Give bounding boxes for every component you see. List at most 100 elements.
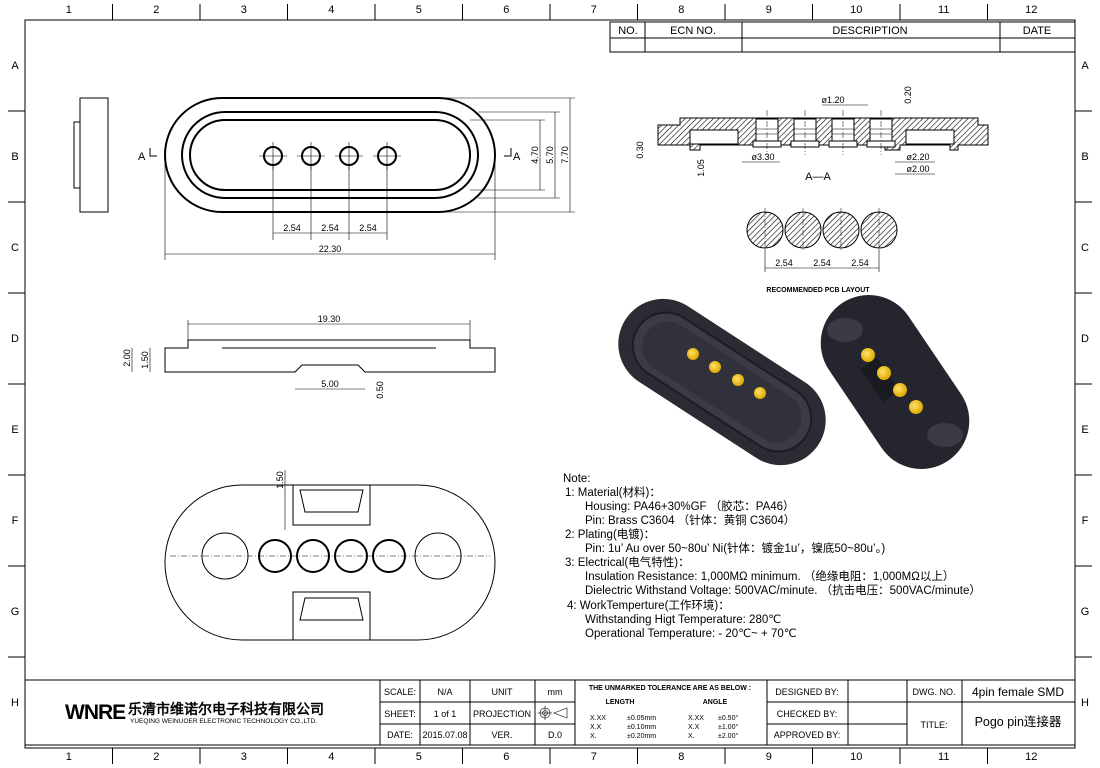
- sheet-label: SHEET:: [384, 709, 416, 719]
- column-label: 5: [416, 4, 422, 16]
- pin-contact: [754, 387, 766, 399]
- column-label: 2: [153, 4, 159, 16]
- notes: Note: 1: Material(材料)： Housing: PA46+30%…: [563, 473, 981, 640]
- dim-pitch-3: 2.54: [359, 223, 377, 233]
- note-line: 1: Material(材料)：: [565, 485, 661, 499]
- column-label: 4: [328, 4, 334, 16]
- tol-cell: X.: [590, 733, 597, 740]
- row-label: G: [1081, 606, 1090, 618]
- note-line: 2: Plating(电镀)：: [565, 527, 655, 541]
- column-label: 3: [241, 751, 247, 763]
- note-line: Dielectric Withstand Voltage: 500VAC/min…: [585, 583, 981, 597]
- approved-by-label: APPROVED BY:: [774, 730, 841, 740]
- revision-table: NO. ECN NO. DESCRIPTION DATE: [609, 21, 1076, 53]
- row-label: E: [1081, 424, 1088, 436]
- tol-cell: ±1.00°: [718, 723, 738, 731]
- column-label: 8: [678, 751, 684, 763]
- projection-label: PROJECTION: [473, 709, 531, 719]
- pin-contact: [709, 361, 721, 373]
- tolerance-table: THE UNMARKED TOLERANCE ARE AS BELOW : LE…: [589, 685, 751, 740]
- note-line: Withstanding Higt Temperature: 280℃: [585, 614, 781, 626]
- column-label: 8: [678, 4, 684, 16]
- dim-0-50: 0.50: [375, 381, 385, 399]
- row-label: C: [1081, 242, 1089, 254]
- tol-cell: X.XX: [688, 715, 704, 722]
- tolerance-angle-label: ANGLE: [703, 699, 728, 706]
- notes-heading: Note:: [563, 473, 591, 485]
- row-label: H: [11, 697, 19, 709]
- row-label: A: [11, 60, 19, 72]
- end-view: [73, 97, 109, 213]
- projection-symbol-icon: [538, 706, 568, 720]
- ver-label: VER.: [491, 730, 512, 740]
- pin-contact: [687, 348, 699, 360]
- dim-length: 22.30: [319, 244, 342, 254]
- row-label: B: [11, 151, 18, 163]
- sheet-value: 1 of 1: [434, 709, 457, 719]
- rev-header-ecn: ECN NO.: [670, 25, 716, 37]
- dim-19-30: 19.30: [318, 314, 341, 324]
- column-label: 7: [591, 4, 597, 16]
- section-title: A—A: [805, 171, 831, 183]
- column-label: 1: [66, 751, 72, 763]
- company-logo: WNRE: [65, 701, 126, 724]
- note-line: 4: WorkTemperture(工作环境)：: [567, 598, 730, 612]
- tol-cell: X.: [688, 733, 695, 740]
- title-value: Pogo pin连接器: [975, 714, 1062, 729]
- dwg-no-label: DWG. NO.: [913, 687, 956, 697]
- dim-1-50: 1.50: [140, 351, 150, 369]
- dim-h-4-70: 4.70: [530, 146, 540, 164]
- title-block: WNRE 乐清市维诺尔电子科技有限公司 YUEQING WEINUOER ELE…: [24, 679, 1076, 746]
- tol-cell: ±0.50°: [718, 714, 738, 722]
- note-line: Insulation Resistance: 1,000MΩ minimum. …: [585, 569, 954, 583]
- bottom-view: 1.50: [164, 470, 496, 641]
- designed-by-label: DESIGNED BY:: [775, 687, 839, 697]
- note-line: Housing: PA46+30%GF （胶芯：PA46）: [585, 499, 795, 513]
- pcb-pitch-3: 2.54: [851, 258, 869, 268]
- dim-pitch-1: 2.54: [283, 223, 301, 233]
- dim-0-30: 0.30: [635, 141, 645, 159]
- row-label: F: [1082, 515, 1089, 527]
- dim-dia-2-20: ø2.20: [906, 152, 929, 162]
- top-view: A A 2.54 2.54 2.54 22.30 4.70 5.70 7.70: [138, 97, 575, 260]
- row-label: C: [11, 242, 19, 254]
- dim-pitch-2: 2.54: [321, 223, 339, 233]
- column-label: 6: [503, 751, 509, 763]
- dim-h-7-70: 7.70: [560, 146, 570, 164]
- tol-cell: ±0.10mm: [627, 724, 656, 731]
- date-label: DATE:: [387, 730, 413, 740]
- tol-cell: ±0.05mm: [627, 715, 656, 722]
- row-label: G: [11, 606, 20, 618]
- row-label: D: [11, 333, 19, 345]
- tol-cell: X.XX: [590, 715, 606, 722]
- row-label: B: [1081, 151, 1088, 163]
- row-label: E: [11, 424, 18, 436]
- pcb-pitch-1: 2.54: [775, 258, 793, 268]
- tol-cell: X.X: [590, 724, 602, 731]
- section-mark-left: A: [138, 151, 146, 163]
- note-line: Pin: Brass C3604 （针体：黄铜 C3604）: [585, 513, 795, 527]
- ver-value: D.0: [548, 730, 562, 740]
- note-line: Operational Temperature: - 20℃~ + 70℃: [585, 628, 797, 640]
- rev-header-description: DESCRIPTION: [832, 25, 907, 37]
- column-label: 2: [153, 751, 159, 763]
- dim-1-05: 1.05: [696, 159, 706, 177]
- scale-label: SCALE:: [384, 687, 416, 697]
- row-label: H: [1081, 697, 1089, 709]
- company-name-cn: 乐清市维诺尔电子科技有限公司: [128, 701, 324, 717]
- section-view: A—A ø1.20 0.20 0.30 1.05 ø3.30 ø2.20 ø2.…: [635, 86, 989, 183]
- tol-cell: ±0.20mm: [627, 733, 656, 740]
- pin-contact: [732, 374, 744, 386]
- note-line: 3: Electrical(电气特性)：: [565, 555, 690, 569]
- title-label: TITLE:: [920, 720, 947, 730]
- dim-2-00: 2.00: [122, 349, 132, 367]
- checked-by-label: CHECKED BY:: [777, 709, 838, 719]
- pcb-layout-title: RECOMMENDED PCB LAYOUT: [766, 287, 870, 294]
- dim-5-00: 5.00: [321, 379, 339, 389]
- column-label: 3: [241, 4, 247, 16]
- column-label: 6: [503, 4, 509, 16]
- unit-value: mm: [548, 687, 563, 697]
- pin-contact: [861, 348, 875, 362]
